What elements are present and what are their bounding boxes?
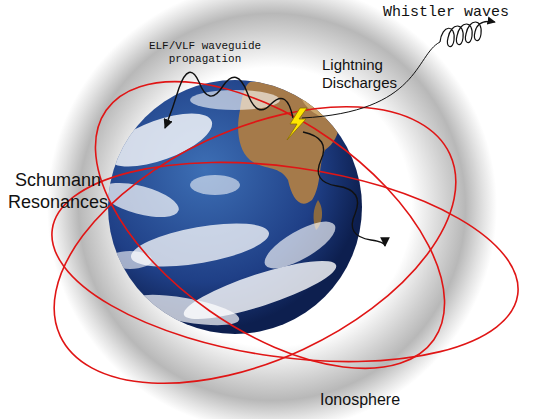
schumann-orbits [12, 24, 531, 419]
text-label: Lightning Discharges [322, 56, 417, 92]
text-label: Ionosphere [320, 390, 440, 409]
whistler-path [302, 42, 440, 118]
text-label: Whistler waves [383, 4, 543, 22]
text-label: Schumann Resonances [2, 170, 114, 213]
whistler-spiral [440, 21, 495, 46]
lightning-bolt [287, 108, 307, 140]
waveguide-wave [303, 132, 385, 246]
earth [98, 80, 362, 334]
waveguide-wave [165, 72, 293, 128]
text-label: ELF/VLF waveguide propagation [145, 40, 265, 66]
